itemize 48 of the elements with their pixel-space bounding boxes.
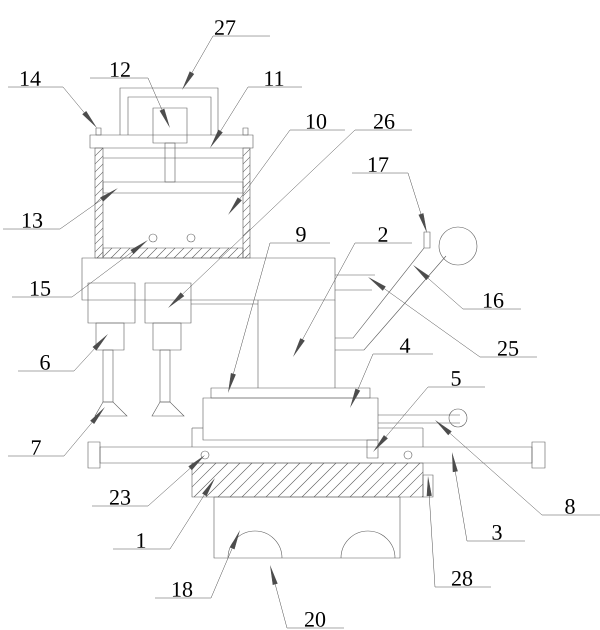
leader-line — [112, 479, 214, 550]
callout-number: 7 — [32, 440, 41, 455]
callout-number: 4 — [400, 338, 410, 353]
leader-line — [12, 240, 147, 298]
callout-number: 9 — [296, 227, 306, 242]
leader-line — [18, 335, 107, 372]
leader-line — [2, 188, 117, 230]
leader-line — [374, 386, 486, 451]
callout-number: 14 — [20, 71, 41, 86]
leader-line — [350, 354, 434, 406]
leader-line — [352, 172, 427, 232]
callout-number: 15 — [30, 281, 50, 296]
leader-line — [8, 408, 104, 456]
callout-number: 16 — [484, 293, 504, 308]
leader-line — [294, 242, 412, 356]
callout-number: 10 — [306, 114, 326, 129]
callout-number: 28 — [452, 570, 472, 586]
leader-line — [228, 242, 330, 392]
callout-number: 3 — [492, 525, 502, 540]
callout-number: 27 — [214, 20, 236, 35]
callout-number: 5 — [452, 371, 461, 386]
callout-number: 20 — [304, 612, 326, 627]
leader-line — [414, 266, 522, 310]
leader-line — [169, 130, 412, 307]
callout-number: 6 — [40, 355, 50, 370]
callout-number: 13 — [22, 213, 42, 228]
leader-line — [182, 36, 270, 88]
leader-line — [369, 278, 538, 358]
leader-line — [452, 454, 526, 542]
callout-number: 23 — [110, 490, 130, 505]
callout-number: 25 — [498, 341, 518, 356]
leader-line — [92, 456, 204, 506]
callout-number: 17 — [368, 157, 388, 172]
leader-line — [426, 478, 492, 588]
leader-line — [90, 78, 170, 126]
leader-line — [228, 130, 346, 214]
callout-number: 26 — [374, 114, 394, 129]
callout-number: 1 — [137, 533, 146, 548]
leader-line — [436, 421, 600, 516]
callout-number: 12 — [110, 62, 130, 77]
callout-number: 18 — [172, 582, 192, 597]
leader-line — [210, 86, 302, 147]
leader-line — [270, 566, 344, 628]
callout-number: 11 — [265, 71, 284, 86]
leader-line — [154, 532, 240, 598]
leader-line — [8, 86, 96, 127]
callout-number: 2 — [378, 227, 388, 242]
callout-number: 8 — [565, 498, 575, 514]
